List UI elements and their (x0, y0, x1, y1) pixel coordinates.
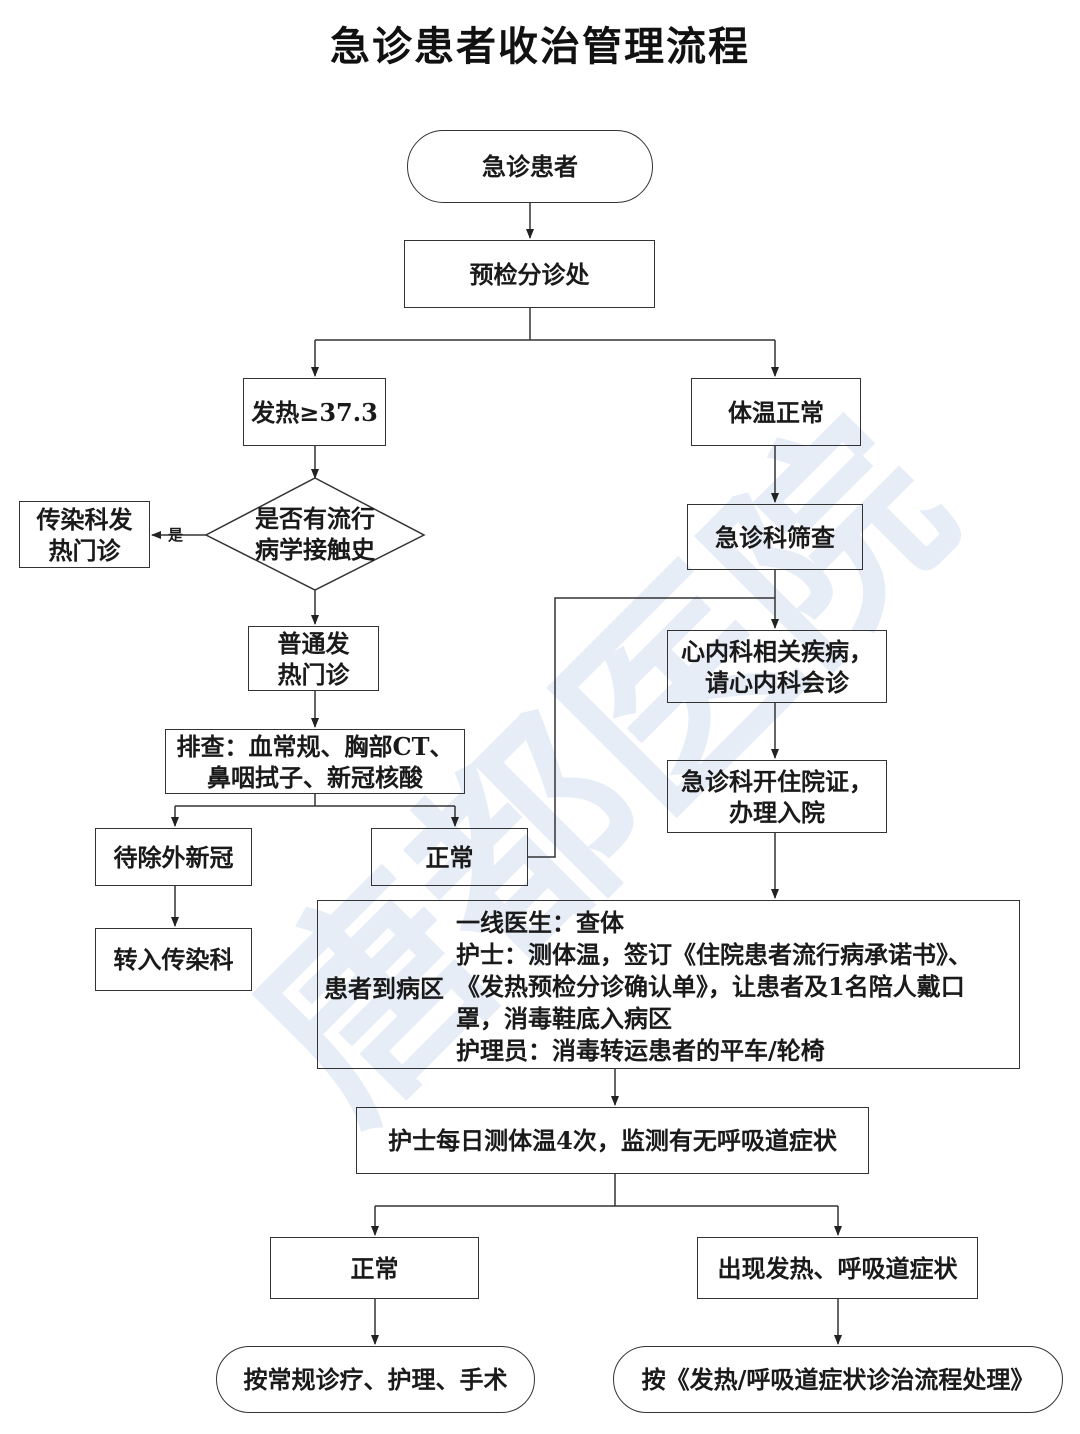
node-routine-care: 按常规诊疗、护理、手术 (216, 1346, 535, 1413)
node-screening: 排查：血常规、胸部CT、 鼻咽拭子、新冠核酸 (165, 729, 465, 794)
node-transfer-infectious: 转入传染科 (95, 928, 252, 991)
node-normal-bottom: 正常 (270, 1237, 479, 1299)
node-cardiology: 心内科相关疾病， 请心内科会诊 (667, 630, 887, 703)
ward-line: 一线医生：查体 (456, 908, 624, 937)
ward-line: 《发热预检分诊确认单》，让患者及1名陪人戴口 (456, 972, 965, 1001)
node-ward-procedures: 患者到病区 一线医生：查体 护士：测体温，签订《住院患者流行病承诺书》、 《发热… (317, 900, 1020, 1069)
node-monitor: 护士每日测体温4次，监测有无呼吸道症状 (356, 1107, 869, 1174)
node-infectious-clinic: 传染科发 热门诊 (19, 501, 150, 568)
ward-line: 护理员：消毒转运患者的平车/轮椅 (456, 1036, 825, 1065)
node-start: 急诊患者 (407, 130, 653, 203)
node-normal-temp: 体温正常 (691, 378, 861, 446)
node-er-screening: 急诊科筛查 (687, 504, 863, 570)
ward-lead-label: 患者到病区 (324, 974, 444, 1003)
node-normal-left: 正常 (371, 828, 528, 886)
node-fever: 发热≥37.3 (243, 378, 386, 446)
node-fever-process: 按《发热/呼吸道症状诊治流程处理》 (613, 1346, 1063, 1413)
epi-contact-question: 是否有流行 病学接触史 (255, 504, 375, 564)
decision-diamond (204, 477, 426, 591)
node-pending-covid: 待除外新冠 (95, 828, 252, 886)
page-title: 急诊患者收治管理流程 (330, 24, 750, 70)
node-general-fever-clinic: 普通发 热门诊 (248, 626, 379, 691)
ward-line: 护士：测体温，签订《住院患者流行病承诺书》、 (456, 940, 972, 969)
yes-label: 是 (168, 526, 184, 544)
ward-line: 罩，消毒鞋底入病区 (456, 1004, 672, 1033)
node-admission: 急诊科开住院证， 办理入院 (667, 760, 887, 833)
node-fever-symptom: 出现发热、呼吸道症状 (697, 1237, 978, 1299)
node-triage: 预检分诊处 (404, 240, 655, 308)
